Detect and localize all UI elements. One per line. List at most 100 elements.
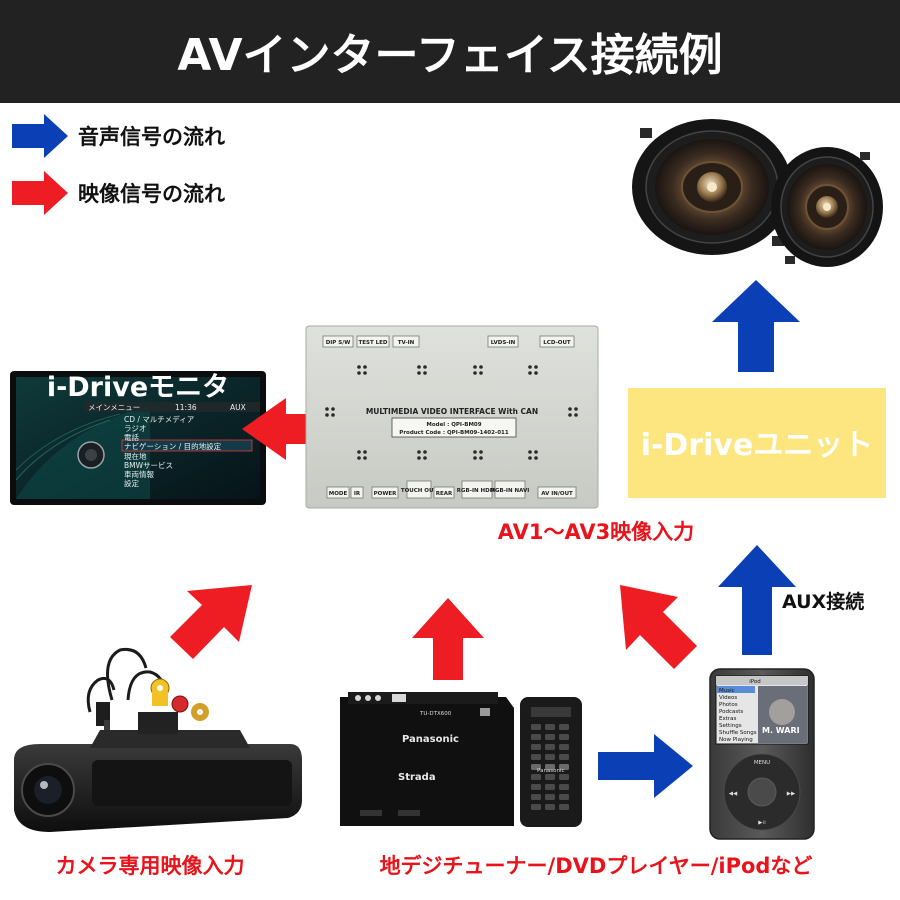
vent-hole xyxy=(423,450,427,454)
top-port-label: TEST LED xyxy=(359,340,388,346)
video-arrow-from-tuner-icon xyxy=(412,598,484,680)
vent-hole xyxy=(357,365,361,369)
vent-hole xyxy=(363,365,367,369)
vent-hole xyxy=(423,365,427,369)
ipod-play-pause-icon: ▶॥ xyxy=(758,820,766,826)
idrive-unit-box xyxy=(628,388,886,498)
vent-hole xyxy=(528,456,532,460)
video-arrow-to-monitor-icon xyxy=(242,398,310,460)
vent-hole xyxy=(568,413,572,417)
vent-hole xyxy=(534,371,538,375)
remote-button xyxy=(559,804,569,810)
title-bar xyxy=(0,0,900,103)
remote-button xyxy=(531,804,541,810)
bottom-port-label: REAR xyxy=(436,491,453,497)
monitor-menu-item-3: 電話 xyxy=(124,432,139,442)
bottom-port-label: IR xyxy=(354,491,361,497)
vent-hole xyxy=(574,413,578,417)
top-port-label: LCD-OUT xyxy=(543,340,571,346)
vent-hole xyxy=(363,450,367,454)
audio-arrow-to-unit-icon xyxy=(718,545,796,655)
remote-button xyxy=(531,784,541,790)
ipod-center-button xyxy=(747,777,777,807)
monitor-menu-item-2: ラジオ xyxy=(124,424,146,433)
remote-button xyxy=(545,784,555,790)
ipod-album-text: M. WARI xyxy=(762,726,800,735)
vent-hole xyxy=(417,371,421,375)
vent-hole xyxy=(331,413,335,417)
vent-hole xyxy=(568,407,572,411)
vent-hole xyxy=(423,456,427,460)
speaker-right xyxy=(771,147,883,267)
ipod-menu-item: Photos xyxy=(719,702,738,708)
ipod-menu-item: Now Playing xyxy=(719,737,753,743)
tuner-label: 地デジチューナー/DVDプレイヤー/iPodなど xyxy=(380,854,813,878)
remote-button xyxy=(531,754,541,760)
top-port-label: TV-IN xyxy=(398,340,415,346)
remote-button xyxy=(531,724,541,730)
top-port-label: DIP S/W xyxy=(326,340,351,346)
remote-button xyxy=(559,764,569,770)
bottom-port-label: POWER xyxy=(374,491,398,497)
vent-hole xyxy=(473,456,477,460)
tuner-model: TU-DTX600 xyxy=(419,711,452,717)
vent-hole xyxy=(473,371,477,375)
vent-hole xyxy=(363,456,367,460)
camera-image xyxy=(14,647,302,832)
monitor-aux: AUX xyxy=(230,403,246,412)
monitor-menu-item-8: 設定 xyxy=(124,478,139,488)
remote-button xyxy=(559,734,569,740)
remote-button xyxy=(545,744,555,750)
ipod-prev-icon: ◀◀ xyxy=(729,791,738,797)
interface-main-label: MULTIMEDIA VIDEO INTERFACE With CAN xyxy=(366,407,538,416)
vent-hole xyxy=(479,371,483,375)
remote-button xyxy=(531,744,541,750)
remote-button xyxy=(559,724,569,730)
monitor-time: 11:36 xyxy=(175,403,197,412)
interface-vent-holes xyxy=(325,365,578,460)
speakers-image xyxy=(632,119,883,267)
remote-button xyxy=(559,774,569,780)
interface-product-code: Product Code : QPI-BM09-1402-011 xyxy=(399,430,509,436)
monitor-menu-item-6: BMWサービス xyxy=(124,461,173,470)
vent-hole xyxy=(357,371,361,375)
vent-hole xyxy=(574,407,578,411)
interface-box-image: DIP S/W TEST LED TV-IN LVDS-IN LCD-OUT M… xyxy=(305,325,599,509)
tuner-image: TU-DTX600 Panasonic Strada xyxy=(340,692,514,826)
camera-label: カメラ専用映像入力 xyxy=(56,854,245,878)
remote-button xyxy=(545,754,555,760)
ipod-menu-item: Shuffle Songs xyxy=(719,730,757,736)
vent-hole xyxy=(534,450,538,454)
vent-hole xyxy=(331,407,335,411)
bottom-port-label: MODE xyxy=(329,491,348,497)
interface-model: Model : QPI-BM09 xyxy=(426,422,481,428)
remote-button xyxy=(545,804,555,810)
monitor-label: i-Driveモニタ xyxy=(47,372,229,403)
vent-hole xyxy=(357,450,361,454)
remote-button xyxy=(531,734,541,740)
vent-hole xyxy=(534,456,538,460)
bottom-port-label: TOUCH OUT xyxy=(401,488,438,494)
audio-arrow-to-speakers-icon xyxy=(712,280,800,372)
vent-hole xyxy=(479,450,483,454)
ipod-menu-item: Extras xyxy=(719,716,737,722)
idrive-monitor-image: メインメニュー 11:36 AUX CD / マルチメディア ラジオ 電話 ナビ… xyxy=(10,371,266,505)
vent-hole xyxy=(479,365,483,369)
vent-hole xyxy=(528,450,532,454)
top-port-label: LVDS-IN xyxy=(491,340,516,346)
ipod-next-icon: ▶▶ xyxy=(787,791,796,797)
tuner-brand: Panasonic xyxy=(402,734,459,745)
remote-button xyxy=(545,764,555,770)
interface-bottom-ports: MODE IR POWER TOUCH OUT REAR RGB-IN HDMI… xyxy=(326,480,577,499)
vent-hole xyxy=(357,456,361,460)
vent-hole xyxy=(534,365,538,369)
bottom-port-label: AV IN/OUT xyxy=(541,491,573,497)
monitor-menu-header: メインメニュー xyxy=(88,403,140,412)
vent-hole xyxy=(363,371,367,375)
ipod-menu-item: Music xyxy=(719,688,735,694)
legend-video-arrow-icon xyxy=(12,171,68,215)
monitor-menu-item-7: 車両情報 xyxy=(124,469,154,479)
speaker-left xyxy=(632,119,792,255)
ipod-menu-item: Videos xyxy=(719,695,737,701)
